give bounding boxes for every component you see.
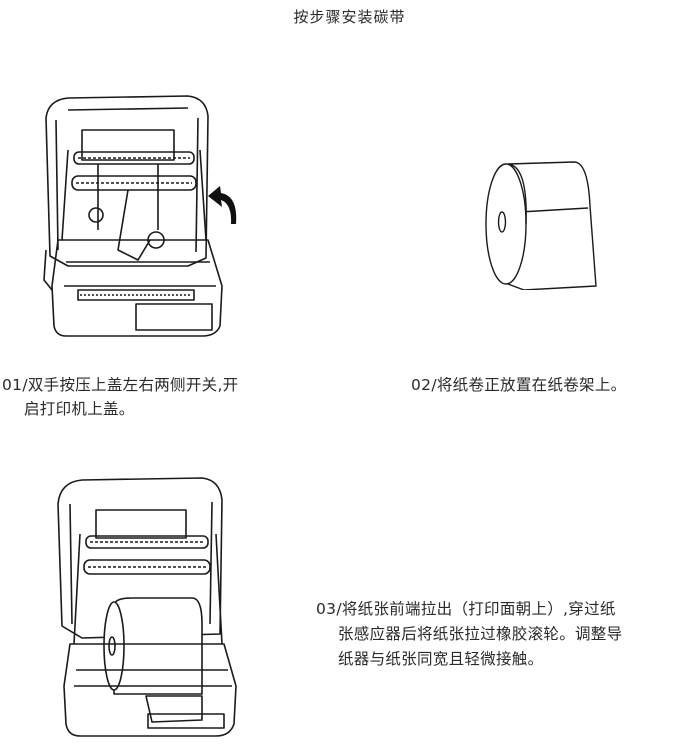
- curved-arrow-icon: [208, 186, 237, 224]
- step-3-line-3: 纸器与纸张同宽且轻微接触。: [338, 650, 544, 668]
- step-3-caption: 03/将纸张前端拉出（打印面朝上）,穿过纸 张感应器后将纸张拉过橡胶滚轮。调整导…: [316, 597, 622, 672]
- step-2-line-1: 02/将纸卷正放置在纸卷架上。: [411, 376, 627, 394]
- step-1-caption: 01/双手按压上盖左右两侧开关,开 启打印机上盖。: [2, 373, 238, 421]
- page-title: 按步骤安装碳带: [293, 8, 406, 26]
- step-2-caption: 02/将纸卷正放置在纸卷架上。: [411, 373, 626, 397]
- step-3-line-2: 张感应器后将纸张拉过橡胶滚轮。调整导: [338, 625, 623, 643]
- printer-with-paper-illustration: [52, 474, 240, 740]
- step-1-line-2: 启打印机上盖。: [24, 400, 135, 418]
- step-3-line-1: 03/将纸张前端拉出（打印面朝上）,穿过纸: [316, 600, 616, 618]
- paper-roll-illustration: [480, 158, 604, 290]
- step-1-line-1: 01/双手按压上盖左右两侧开关,开: [2, 376, 239, 394]
- printer-open-lid-illustration: [38, 90, 228, 342]
